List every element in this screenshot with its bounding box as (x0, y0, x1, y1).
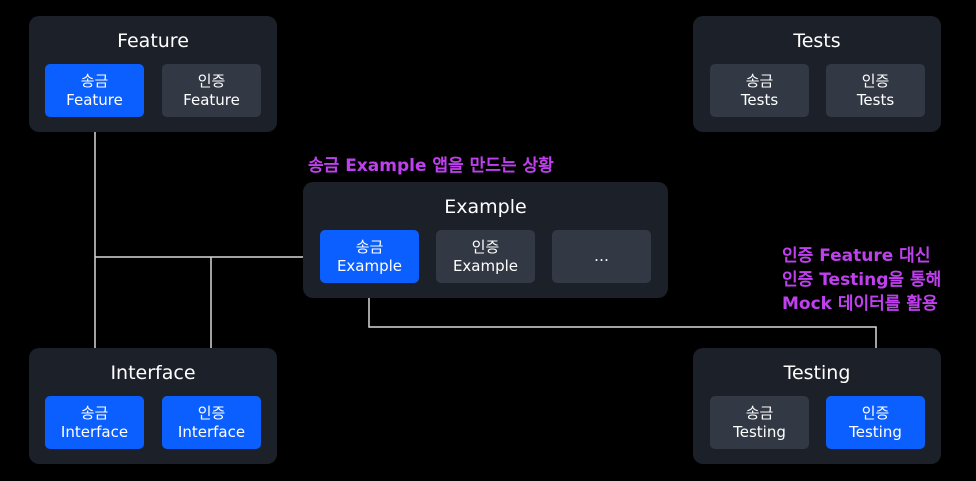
tests-group-title: Tests (793, 30, 841, 52)
feature-remit-node: 송금 Feature (45, 64, 144, 117)
testing-annotation: 인증 Feature 대신 인증 Testing을 통해 Mock 데이터를 활… (782, 244, 941, 316)
tests-group: Tests 송금 Tests 인증 Tests (693, 16, 941, 132)
node-label-line2: Example (336, 256, 403, 275)
example-group: Example 송금 Example 인증 Example … (303, 182, 668, 298)
node-label-line1: 송금 (745, 403, 774, 422)
node-label-line2: Testing (849, 422, 902, 441)
node-label-line1: 인증 (197, 403, 226, 422)
node-label-line2: Feature (66, 90, 123, 109)
interface-remit-node: 송금 Interface (45, 396, 144, 449)
node-label-line2: Interface (60, 422, 129, 441)
tests-auth-node: 인증 Tests (826, 64, 925, 117)
testing-group: Testing 송금 Testing 인증 Testing (693, 348, 941, 464)
node-label-line1: 인증 (861, 71, 890, 90)
interface-auth-node: 인증 Interface (162, 396, 261, 449)
testing-annotation-line: 인증 Feature 대신 (782, 246, 931, 266)
node-label-line1: 송금 (355, 237, 384, 256)
example-auth-node: 인증 Example (436, 230, 535, 283)
example-annotation: 송금 Example 앱을 만드는 상황 (308, 156, 554, 176)
node-label-line1: 송금 (745, 71, 774, 90)
feature-group: Feature 송금 Feature 인증 Feature (29, 16, 277, 132)
node-label-line2: Interface (177, 422, 246, 441)
testing-annotation-line: 인증 Testing을 통해 (782, 270, 942, 290)
testing-annotation-line: Mock 데이터를 활용 (782, 294, 938, 314)
node-label-line1: 인증 (861, 403, 890, 422)
node-label-line1: 인증 (197, 71, 226, 90)
tests-remit-node: 송금 Tests (710, 64, 809, 117)
example-remit-node: 송금 Example (320, 230, 419, 283)
node-label-line2: Testing (733, 422, 786, 441)
example-more-node: … (552, 230, 651, 283)
interface-group-title: Interface (110, 362, 196, 384)
node-label-line1: 송금 (80, 403, 109, 422)
node-label-line2: Tests (740, 90, 779, 109)
node-label-line2: Feature (183, 90, 240, 109)
node-label-line2: Tests (856, 90, 895, 109)
node-label-line1: 인증 (471, 237, 500, 256)
testing-group-title: Testing (783, 362, 851, 384)
node-label-line1: 송금 (80, 71, 109, 90)
example-group-title: Example (444, 196, 527, 218)
testing-remit-node: 송금 Testing (710, 396, 809, 449)
feature-group-title: Feature (117, 30, 189, 52)
ellipsis-icon: … (594, 247, 609, 265)
node-label-line2: Example (452, 256, 519, 275)
testing-auth-node: 인증 Testing (826, 396, 925, 449)
feature-auth-node: 인증 Feature (162, 64, 261, 117)
interface-group: Interface 송금 Interface 인증 Interface (29, 348, 277, 464)
